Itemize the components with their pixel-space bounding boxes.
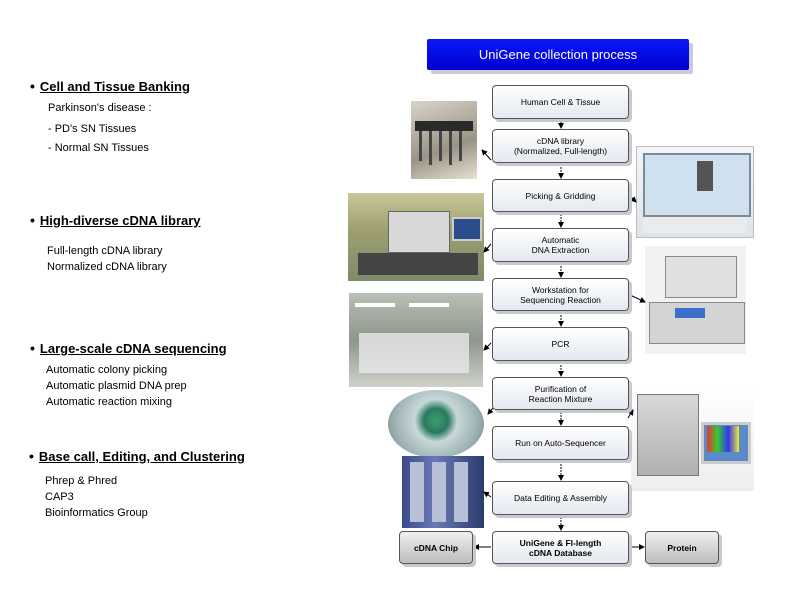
diagram-title: UniGene collection process	[427, 39, 689, 70]
section-item: Automatic plasmid DNA prep	[46, 380, 187, 392]
sequencer-photo	[631, 384, 754, 491]
section-item: Automatic colony picking	[46, 364, 168, 376]
flow-step-data-editing: Data Editing & Assembly	[492, 481, 629, 515]
centrifuge-photo	[388, 390, 484, 458]
flow-step-pcr: PCR	[492, 327, 629, 361]
section-item: - Normal SN Tissues	[48, 142, 149, 154]
section-item: Automatic reaction mixing	[46, 396, 172, 408]
robot-workstation-photo	[636, 146, 754, 238]
section-item: Normalized cDNA library	[47, 261, 167, 273]
section-item: Bioinformatics Group	[45, 507, 148, 519]
flow-step-cdna-library: cDNA library(Normalized, Full-length)	[492, 129, 629, 163]
output-cdna-chip: cDNA Chip	[399, 531, 473, 564]
section-heading-library: High-diverse cDNA library	[30, 212, 201, 228]
output-protein: Protein	[645, 531, 719, 564]
section-item: Parkinson's disease :	[48, 102, 152, 114]
flow-step-auto-sequencer: Run on Auto-Sequencer	[492, 426, 629, 460]
section-heading-basecall: Base call, Editing, and Clustering	[29, 448, 245, 464]
flow-step-picking: Picking & Gridding	[492, 179, 629, 212]
section-heading-banking: Cell and Tissue Banking	[30, 78, 190, 94]
pipette-tips-photo	[411, 101, 477, 179]
section-heading-sequencing: Large-scale cDNA sequencing	[30, 340, 227, 356]
flow-step-human-cell: Human Cell & Tissue	[492, 85, 629, 119]
lab-room-photo	[349, 293, 483, 387]
section-item: - PD's SN Tissues	[48, 123, 137, 135]
section-item: CAP3	[45, 491, 74, 503]
server-rack-photo	[402, 456, 484, 528]
liquid-handler-photo	[645, 246, 746, 354]
section-item: Full-length cDNA library	[47, 245, 163, 257]
lab-instrument-photo	[348, 193, 484, 281]
section-item: Phrep & Phred	[45, 475, 118, 487]
